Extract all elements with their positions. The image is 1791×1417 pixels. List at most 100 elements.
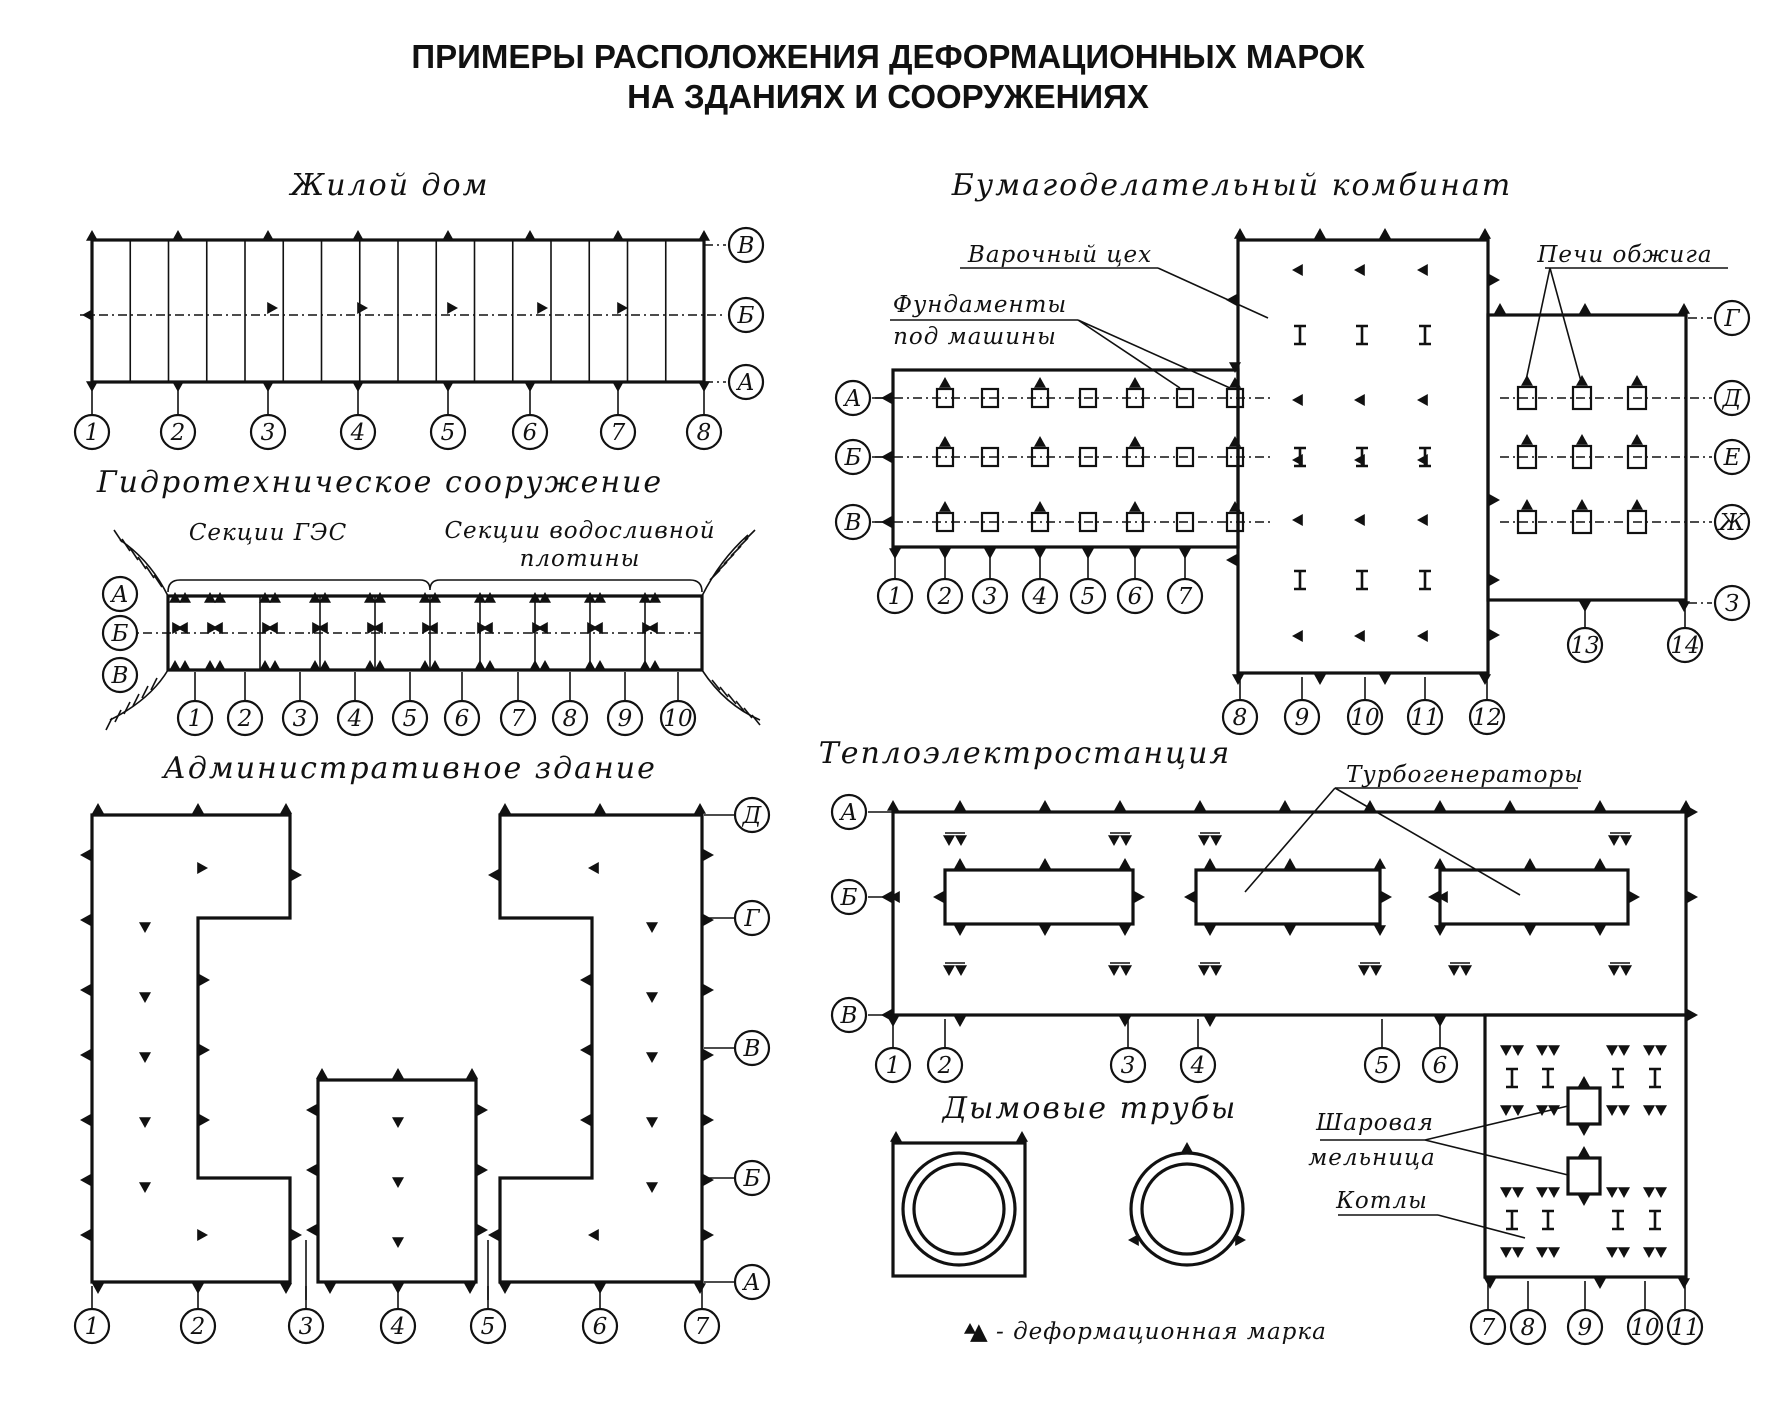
axis-label: 11 <box>1410 705 1439 731</box>
deformation-mark <box>1500 1187 1512 1198</box>
axis-bubble-pm-col-10: 11 <box>1406 698 1444 736</box>
machine-foundation <box>1030 511 1050 533</box>
axis-circle <box>1566 1308 1604 1346</box>
deformation-mark <box>82 309 93 321</box>
chimney-2-inner-ring <box>1140 1162 1234 1256</box>
machine-foundation <box>1225 387 1245 409</box>
axis-circle <box>101 656 139 694</box>
deformation-mark <box>1108 835 1120 846</box>
axis-bubble-admin-col-4: 5 <box>469 1307 507 1345</box>
deformation-mark <box>1437 891 1448 903</box>
axis-label: Д <box>1722 386 1743 412</box>
turbine-hall <box>891 810 1688 1017</box>
deformation-mark <box>1631 375 1643 386</box>
deformation-mark <box>474 660 486 671</box>
paper-mill-caption: Бумагоделательный комбинат <box>951 168 1512 203</box>
deformation-mark <box>1428 891 1439 903</box>
deformation-mark <box>392 1117 404 1128</box>
column-mark <box>1356 446 1368 468</box>
axis-bubble-admin-row-2: В <box>733 1029 771 1067</box>
deformation-mark <box>267 622 278 634</box>
deformation-mark <box>1578 1146 1590 1157</box>
deformation-mark <box>1524 858 1536 869</box>
axis-label: 9 <box>1578 1315 1593 1341</box>
axis-label: 6 <box>523 420 538 446</box>
axis-bubble-pp-col-top-5: 6 <box>1421 1046 1459 1084</box>
deformation-mark <box>943 835 955 846</box>
deformation-mark <box>1016 1131 1028 1142</box>
paper-machine-hall <box>891 368 1240 549</box>
axis-label: В <box>737 233 755 259</box>
machine-foundation <box>980 511 1000 533</box>
deformation-mark <box>1204 925 1216 936</box>
deformation-mark <box>1606 1045 1618 1056</box>
axis-bubble-admin-col-5: 6 <box>581 1307 619 1345</box>
deformation-mark <box>588 1229 599 1241</box>
deformation-mark <box>1643 1187 1655 1198</box>
axis-circle <box>834 503 872 541</box>
axis-label: 4 <box>347 706 363 732</box>
axis-circle <box>281 699 319 737</box>
deformation-mark <box>324 1283 336 1294</box>
deformation-mark <box>1536 1045 1548 1056</box>
deformation-mark <box>1229 436 1241 447</box>
turbogenerator-2 <box>1194 868 1382 926</box>
axis-label: 1 <box>188 706 203 732</box>
deformation-mark <box>529 660 541 671</box>
axis-label: 9 <box>618 706 633 732</box>
axis-circle <box>1421 1046 1459 1084</box>
ball-mill-1 <box>1566 1086 1602 1126</box>
deformation-mark <box>197 1229 208 1241</box>
deformation-mark <box>1417 630 1428 642</box>
deformation-mark <box>649 660 661 671</box>
deformation-mark <box>80 1049 91 1061</box>
deformation-mark <box>1608 965 1620 976</box>
deformation-mark <box>1536 1187 1548 1198</box>
deformation-mark <box>954 1016 966 1027</box>
deformation-mark <box>1354 394 1365 406</box>
deformation-mark <box>1576 375 1588 386</box>
bank-hatch <box>743 707 753 719</box>
legend: ▲ - деформационная марка <box>970 1319 1326 1345</box>
deformation-mark <box>1512 1187 1524 1198</box>
deformation-mark <box>1379 228 1391 239</box>
axis-bubble-pp-col-bot-2: 9 <box>1566 1308 1604 1346</box>
axis-label: А <box>735 370 754 396</box>
deformation-mark <box>1354 514 1365 526</box>
machine-foundation <box>1175 387 1195 409</box>
axis-circle <box>727 296 765 334</box>
legend-mark <box>964 1323 976 1334</box>
deformation-mark <box>429 592 441 603</box>
axis-circle <box>1069 577 1107 615</box>
axis-label: Б <box>737 303 755 329</box>
power-plant-marks <box>881 800 1698 1289</box>
axis-bubble-pm-left-2: В <box>834 503 872 541</box>
residential-marks <box>82 230 710 392</box>
deformation-mark <box>259 660 271 671</box>
residential-row-axes: В Б А <box>727 226 765 401</box>
axis-circle <box>159 413 197 451</box>
deformation-mark <box>646 1052 658 1063</box>
machine-foundation <box>980 446 1000 468</box>
axis-label: А <box>741 1270 760 1296</box>
axis-bubble-res-col-4: 5 <box>429 413 467 451</box>
deformation-mark <box>477 1164 488 1176</box>
deformation-mark <box>1198 965 1210 976</box>
deformation-mark <box>1039 925 1051 936</box>
deformation-mark <box>477 1224 488 1236</box>
foundations-label-2: под машины <box>893 324 1057 350</box>
axis-bubble-pp-col-bot-1: 8 <box>1509 1308 1547 1346</box>
column-mark <box>1294 569 1306 591</box>
deformation-mark <box>1128 1234 1139 1246</box>
machine-foundation <box>1078 446 1098 468</box>
deformation-mark <box>1494 303 1506 314</box>
deformation-mark <box>580 1044 591 1056</box>
deformation-mark <box>1374 925 1386 936</box>
kiln-foundation <box>1516 385 1538 411</box>
deformation-mark <box>474 592 486 603</box>
deformation-mark <box>584 592 596 603</box>
axis-label: 10 <box>663 706 692 732</box>
axis-circle <box>834 379 872 417</box>
